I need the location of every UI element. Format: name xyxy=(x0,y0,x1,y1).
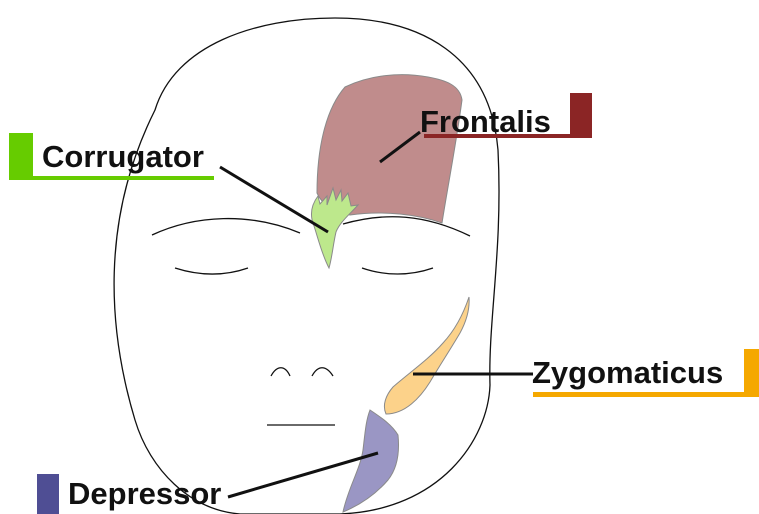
frontalis-label: Frontalis xyxy=(420,104,551,139)
zygomaticus-accent-underline xyxy=(533,392,759,397)
corrugator-leader-line xyxy=(220,167,328,232)
frontalis-accent-vertical xyxy=(570,93,592,138)
corrugator-accent-vertical xyxy=(9,133,33,180)
corrugator-label: Corrugator xyxy=(42,139,204,174)
zygomaticus-accent-vertical xyxy=(744,349,759,396)
depressor-label: Depressor xyxy=(68,476,221,511)
left-nostril xyxy=(271,368,290,376)
right-nostril xyxy=(312,368,333,376)
left-eyebrow xyxy=(152,219,300,235)
zygomaticus-muscle xyxy=(384,297,469,414)
zygomaticus-label: Zygomaticus xyxy=(532,355,723,390)
corrugator-accent-underline xyxy=(9,176,214,180)
depressor-accent-vertical xyxy=(37,474,59,514)
left-eye xyxy=(175,268,248,274)
right-eye xyxy=(362,268,433,274)
right-eyebrow xyxy=(343,217,470,236)
